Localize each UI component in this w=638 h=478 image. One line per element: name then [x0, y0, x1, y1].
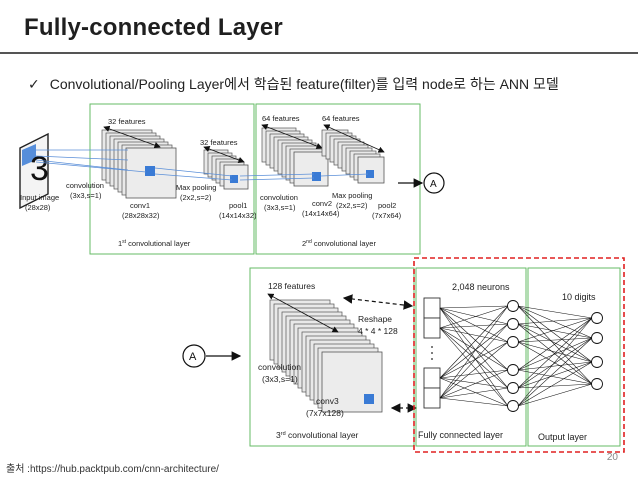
- conv1-convolution-label: convolution: [66, 181, 104, 190]
- conv3-size: (7x7x128): [306, 408, 344, 418]
- conv1-size: (28x28x32): [122, 211, 160, 220]
- fc-caption: Fully connected layer: [418, 430, 503, 440]
- layer1-panel: [89, 103, 255, 255]
- connector-a-bottom: [182, 344, 206, 368]
- flattened-input-column: [423, 297, 441, 409]
- output-neurons: [591, 312, 603, 390]
- conv2-convolution-params: (3x3,s=1): [264, 203, 296, 212]
- reshape-dims: 4 * 4 * 128: [358, 326, 398, 336]
- check-icon: ✓: [28, 75, 40, 92]
- pool2-features-label: 64 features: [322, 114, 360, 123]
- conv2-features-label: 64 features: [262, 114, 300, 123]
- output-caption: Output layer: [538, 432, 587, 442]
- source-citation: 출처 :https://hub.packtpub.com/cnn-archite…: [6, 464, 219, 475]
- layer3-caption: 3rd convolutional layer: [276, 430, 359, 440]
- conv1-label: conv1: [130, 201, 150, 210]
- connector-a-top-label: A: [430, 179, 437, 190]
- conv3-label: conv3: [316, 396, 339, 406]
- page-title: Fully-connected Layer: [24, 14, 283, 41]
- pool1-to-conv2-lines: [239, 173, 315, 181]
- title-divider: [0, 52, 638, 54]
- pool1-size: (14x14x32): [219, 211, 257, 220]
- layer2-caption: 2nd convolutional layer: [302, 239, 376, 248]
- conv2-to-pool2-lines: [320, 173, 369, 177]
- input-projection-lines: [35, 149, 147, 173]
- reshape-arrow-top: [342, 294, 414, 310]
- maxpool2-label: Max pooling: [332, 191, 372, 200]
- fc-panel: [415, 267, 527, 447]
- conv3-convolution-label: convolution: [258, 362, 301, 372]
- pool2-size: (7x7x64): [372, 211, 402, 220]
- connector-a-top: [423, 172, 445, 194]
- pool1-features-label: 32 features: [200, 138, 238, 147]
- conv1-feature-stack: [101, 129, 177, 199]
- fc-output-highlight: [413, 257, 625, 453]
- pool2-label: pool2: [378, 201, 396, 210]
- bullet-point: ✓ Convolutional/Pooling Layer에서 학습된 feat…: [28, 74, 559, 94]
- conv3-convolution-params: (3x3,s=1): [262, 374, 298, 384]
- conv1-to-pool1-lines: [154, 167, 233, 181]
- connector-a-bottom-label: A: [189, 351, 197, 363]
- fc-neurons: [507, 300, 519, 412]
- page-number: 20: [606, 452, 618, 463]
- fc-connections: [439, 305, 509, 407]
- input-digit: 3: [30, 150, 49, 188]
- fc-neurons-label: 2,048 neurons: [452, 282, 510, 292]
- output-digits-label: 10 digits: [562, 292, 596, 302]
- maxpool2-params: (2x2,s=2): [336, 201, 368, 210]
- maxpool1-params: (2x2,s=2): [180, 193, 212, 202]
- conv1-convolution-params: (3x3,s=1): [70, 191, 102, 200]
- pool1-label: pool1: [229, 201, 247, 210]
- output-panel: [527, 267, 621, 447]
- layer1-caption: 1st convolutional layer: [118, 239, 191, 248]
- conv2-feature-stack: [261, 127, 329, 187]
- input-image-label: Input image: [20, 193, 59, 202]
- conv2-size: (14x14x64): [302, 209, 340, 218]
- conv3-features-label: 128 features: [268, 281, 315, 291]
- conv1-features-label: 32 features: [108, 117, 146, 126]
- maxpool1-label: Max pooling: [176, 183, 216, 192]
- reshape-label: Reshape: [358, 314, 392, 324]
- conv2-convolution-label: convolution: [260, 193, 298, 202]
- input-image-size: (28x28): [25, 203, 51, 212]
- bullet-text: Convolutional/Pooling Layer에서 학습된 featur…: [49, 76, 559, 92]
- output-connections: [517, 305, 593, 407]
- input-image: 3: [19, 132, 49, 210]
- conv2-label: conv2: [312, 199, 332, 208]
